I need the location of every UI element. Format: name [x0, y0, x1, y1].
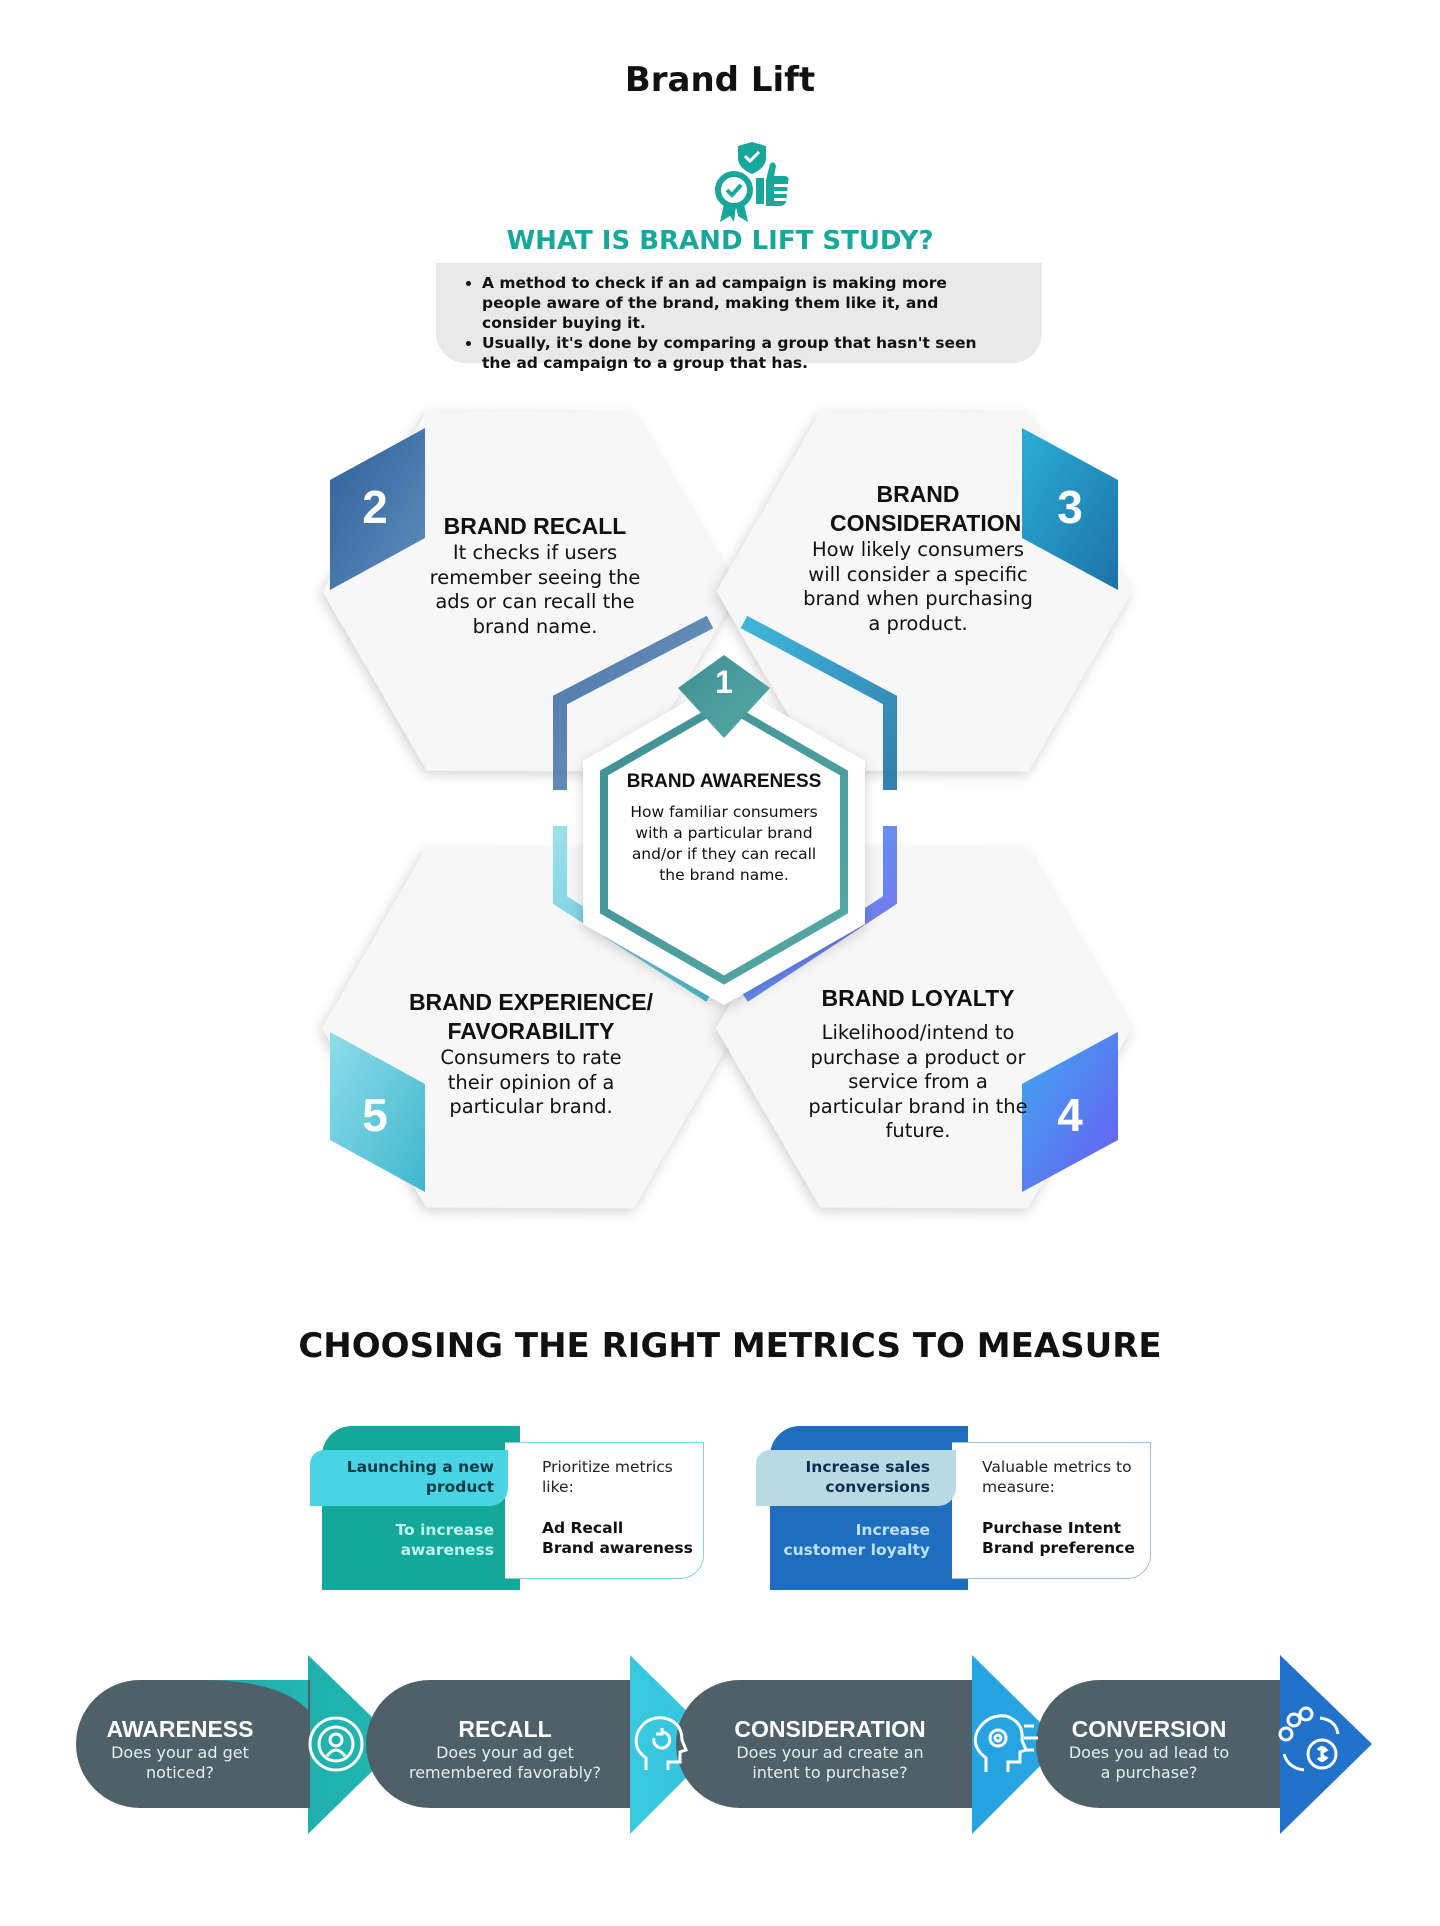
funnel-stage-consideration: CONSIDERATION Does your ad create an int… — [720, 1716, 940, 1783]
metrics-heading: CHOOSING THE RIGHT METRICS TO MEASURE — [298, 1326, 1162, 1366]
hex-body: Consumers to rate their opinion of a par… — [440, 1046, 622, 1118]
funnel-stage-question: Does you ad lead to a purchase? — [1068, 1743, 1230, 1782]
hex-heading: BRAND CONSIDERATION — [830, 481, 1022, 536]
center-number-badge — [678, 655, 770, 738]
definition-bullet: A method to check if an ad campaign is m… — [482, 273, 1010, 333]
hex-awareness-text: BRAND AWARENESS How familiar consumers w… — [620, 770, 828, 886]
hex-heading: BRAND AWARENESS — [626, 771, 822, 792]
tab-3 — [1022, 428, 1118, 590]
metric-card-1-intro: Prioritize metrics like: — [542, 1458, 673, 1496]
hex-body: How familiar consumers with a particular… — [630, 803, 818, 884]
hex-recall-text: BRAND RECALL It checks if users remember… — [420, 512, 650, 639]
what-is-heading: WHAT IS BRAND LIFT STUDY? — [506, 226, 934, 256]
hex-experience-text: BRAND EXPERIENCE/ FAVORABILITY Consumers… — [406, 988, 656, 1120]
hex-body: Likelihood/intend to purchase a product … — [808, 1021, 1028, 1142]
funnel-stage-recall: RECALL Does your ad get remembered favor… — [400, 1716, 610, 1783]
page-title: Brand Lift — [624, 60, 816, 100]
funnel-stage-title: RECALL — [458, 1716, 552, 1742]
metric-card-2-goal: Increase sales conversions — [805, 1458, 930, 1496]
tab-5 — [330, 1032, 425, 1192]
hex-heading: BRAND LOYALTY — [821, 985, 1015, 1011]
metric-card-1-metric: Ad Recall — [542, 1519, 624, 1537]
hexagon-diagram — [322, 411, 1132, 1209]
definition-bullet: Usually, it's done by comparing a group … — [482, 333, 1010, 373]
metric-card-1-aim: To increase awareness — [395, 1521, 494, 1559]
metric-card-2-goal-box — [756, 1450, 956, 1506]
head-memory-icon — [634, 1716, 688, 1770]
hex-number-2: 2 — [362, 481, 388, 533]
hex-consideration-text: BRAND CONSIDERATION How likely consumers… — [800, 480, 1036, 636]
tab-4b — [1022, 1032, 1118, 1192]
hex-body: It checks if users remember seeing the a… — [429, 541, 641, 638]
funnel-stage-awareness: AWARENESS Does your ad get noticed? — [90, 1716, 270, 1783]
hex-loyalty-text: BRAND LOYALTY Likelihood/intend to purch… — [804, 984, 1032, 1144]
funnel-stage-conversion: CONVERSION Does you ad lead to a purchas… — [1056, 1716, 1242, 1783]
hex-heading: BRAND RECALL — [443, 513, 627, 539]
funnel-stage-question: Does your ad create an intent to purchas… — [736, 1743, 924, 1782]
metric-card-2-metric: Purchase Intent — [982, 1519, 1122, 1537]
hex-number-5: 5 — [362, 1089, 388, 1141]
hex-heading: BRAND EXPERIENCE/ FAVORABILITY — [408, 989, 654, 1044]
funnel-stage-question: Does your ad get remembered favorably? — [408, 1743, 602, 1782]
people-dollar-icon — [1278, 1706, 1340, 1772]
hex-number-3: 3 — [1057, 481, 1083, 533]
metric-card-2-aim: Increase customer loyalty — [783, 1521, 930, 1559]
metric-card-1-goal-box — [310, 1450, 508, 1506]
metric-card-1-goal: Launching a new product — [346, 1458, 494, 1496]
funnel-stage-title: CONVERSION — [1071, 1716, 1227, 1742]
metric-card-1-metric: Brand awareness — [542, 1539, 693, 1557]
tab-2 — [330, 428, 425, 590]
funnel-stage-question: Does your ad get noticed? — [111, 1743, 249, 1782]
funnel-stage-title: CONSIDERATION — [734, 1716, 926, 1742]
metric-card-2-metric: Brand preference — [982, 1539, 1135, 1557]
hex-body: How likely consumers will consider a spe… — [803, 538, 1033, 635]
hex-recall — [322, 411, 738, 772]
metric-card-2-intro: Valuable metrics to measure: — [982, 1458, 1132, 1496]
award-thumbs-up-icon — [715, 142, 789, 222]
hex-number-4: 4 — [1057, 1089, 1083, 1141]
funnel-stage-title: AWARENESS — [106, 1716, 254, 1742]
definition-box: A method to check if an ad campaign is m… — [436, 263, 1042, 372]
radar-user-icon — [308, 1716, 364, 1772]
head-gear-icon — [973, 1714, 1038, 1772]
hex-number-1: 1 — [715, 664, 733, 700]
metric-card-1-detail — [505, 1442, 704, 1579]
metric-card-2-detail — [952, 1442, 1151, 1579]
funnel-arrows — [76, 1655, 1372, 1834]
